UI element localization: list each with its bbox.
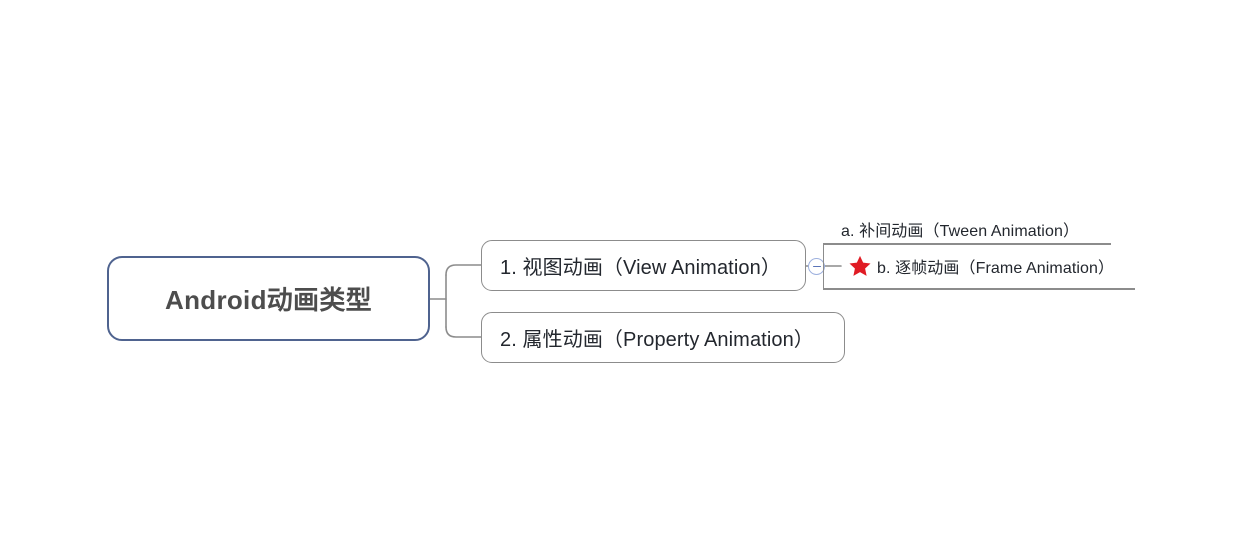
branch-node-2-label: 2. 属性动画（Property Animation）: [500, 329, 814, 351]
root-node[interactable]: Android动画类型: [107, 256, 430, 341]
leaf-node-a-underline: [823, 243, 1111, 245]
branch-node-property-animation[interactable]: 2. 属性动画（Property Animation）: [481, 312, 845, 363]
leaf-node-a-label: a. 补间动画（Tween Animation）: [841, 223, 1080, 240]
red-star-icon: [849, 255, 871, 276]
leaf-node-b-underline: [823, 288, 1135, 290]
branch-node-1-label: 1. 视图动画（View Animation）: [500, 257, 781, 279]
leaf-node-b-label: b. 逐帧动画（Frame Animation）: [877, 260, 1115, 277]
minus-circle-icon[interactable]: [808, 258, 825, 275]
branch-node-view-animation[interactable]: 1. 视图动画（View Animation）: [481, 240, 806, 291]
leaf-node-frame-animation-selection-box: [823, 243, 1135, 290]
connector-to-branch-1: [445, 264, 482, 276]
root-node-label: Android动画类型: [165, 285, 372, 315]
leaf-node-tween-animation[interactable]: a. 补间动画（Tween Animation）: [841, 216, 1079, 242]
connector-to-branch-2: [445, 326, 482, 338]
leaf-node-frame-animation[interactable]: b. 逐帧动画（Frame Animation）: [847, 252, 1114, 280]
minus-bar: [812, 265, 821, 268]
